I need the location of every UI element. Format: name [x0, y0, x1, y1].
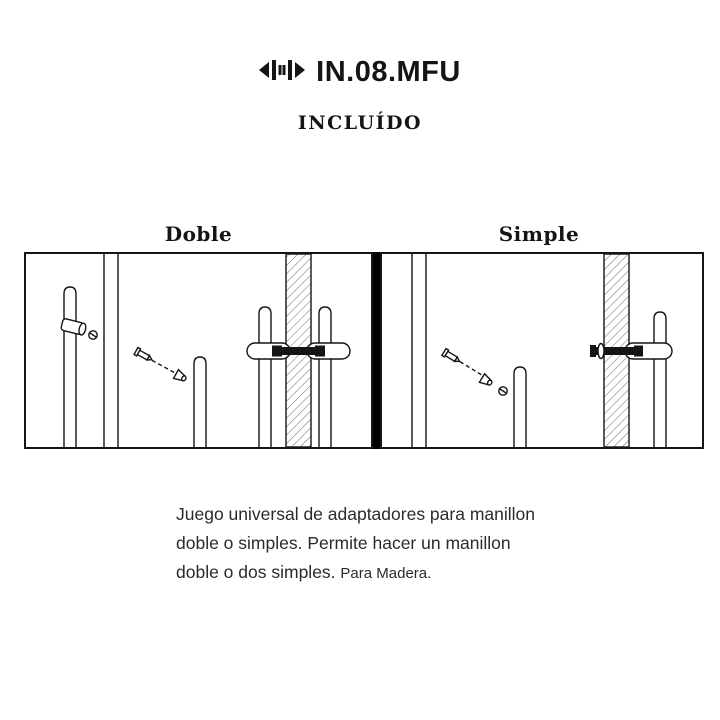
handle-tube-left — [63, 286, 77, 447]
product-description: Juego universal de adaptadores para mani… — [176, 500, 616, 588]
brand-header: IN.08.MFU — [0, 56, 720, 89]
product-code-title: IN.08.MFU — [316, 56, 461, 88]
handle-tube — [513, 366, 527, 447]
mounted-handle — [653, 311, 667, 447]
door-edge-lines — [411, 254, 427, 447]
washer-icon — [498, 386, 508, 396]
adapter-cylinder — [60, 318, 87, 336]
panel-label-doble: Doble — [164, 222, 233, 246]
panel-divider — [373, 252, 380, 449]
mounted-handle-pair — [258, 306, 332, 447]
installation-diagram — [24, 252, 704, 449]
cone-adapter-piece — [172, 368, 187, 382]
handle-tube-middle — [193, 356, 207, 447]
description-line-3: doble o dos simples. Para Madera. — [176, 562, 432, 582]
washer-icon — [88, 330, 98, 340]
panel-label-simple: Simple — [498, 222, 580, 246]
single-fixing-bolt — [590, 342, 673, 360]
handle-brand-icon — [259, 58, 306, 87]
through-bolt-fitting — [246, 342, 351, 360]
description-line-1: Juego universal de adaptadores para mani… — [176, 504, 535, 524]
door-edge-lines — [103, 254, 119, 447]
cone-adapter-piece — [478, 372, 493, 386]
panel-doble-drawing — [24, 252, 373, 449]
description-line-2: doble o simples. Permite hacer un manill… — [176, 533, 511, 553]
panel-simple-drawing — [380, 252, 704, 449]
mounting-screw-icon — [440, 347, 491, 381]
material-note: Para Madera. — [340, 565, 432, 582]
included-subtitle: INCLUÍDO — [297, 112, 423, 134]
